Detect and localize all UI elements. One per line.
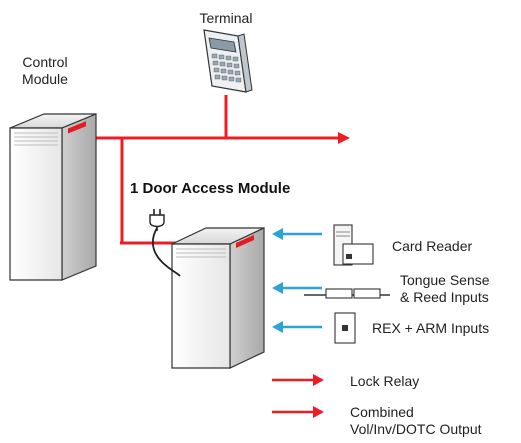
power-plug-icon: [149, 209, 181, 277]
combined-output-label: Combined Vol/Inv/DOTC Output: [350, 404, 482, 438]
combined-output-label-line2: Vol/Inv/DOTC Output: [350, 421, 482, 437]
door-module-title: 1 Door Access Module: [130, 180, 291, 197]
card-reader-label: Card Reader: [392, 238, 473, 254]
combined-output-label-line1: Combined: [350, 404, 414, 420]
rex-arm-label: REX + ARM Inputs: [372, 320, 490, 336]
control-module-label-line2: Module: [22, 71, 68, 87]
input-arrows: [272, 228, 322, 333]
control-module-label: Control Module: [8, 54, 82, 88]
lock-relay-label: Lock Relay: [350, 373, 420, 389]
tongue-sense-label-line1: Tongue Sense: [400, 272, 490, 288]
bus-arrowhead: [338, 132, 350, 144]
terminal-keypad-icon: [203, 29, 253, 93]
terminal-label: Terminal: [199, 10, 253, 26]
push-button-icon: [334, 312, 356, 344]
reed-switch-icon: [304, 288, 390, 299]
card-reader-icon: [333, 224, 374, 266]
tongue-sense-label: Tongue Sense & Reed Inputs: [400, 272, 490, 306]
door-module-tower-icon: [171, 227, 265, 369]
tongue-sense-label-line2: & Reed Inputs: [400, 289, 489, 305]
control-module-tower-icon: [9, 113, 97, 281]
output-arrows: [272, 374, 324, 418]
control-module-label-line1: Control: [22, 54, 68, 70]
red-bus-lines: [96, 95, 350, 245]
